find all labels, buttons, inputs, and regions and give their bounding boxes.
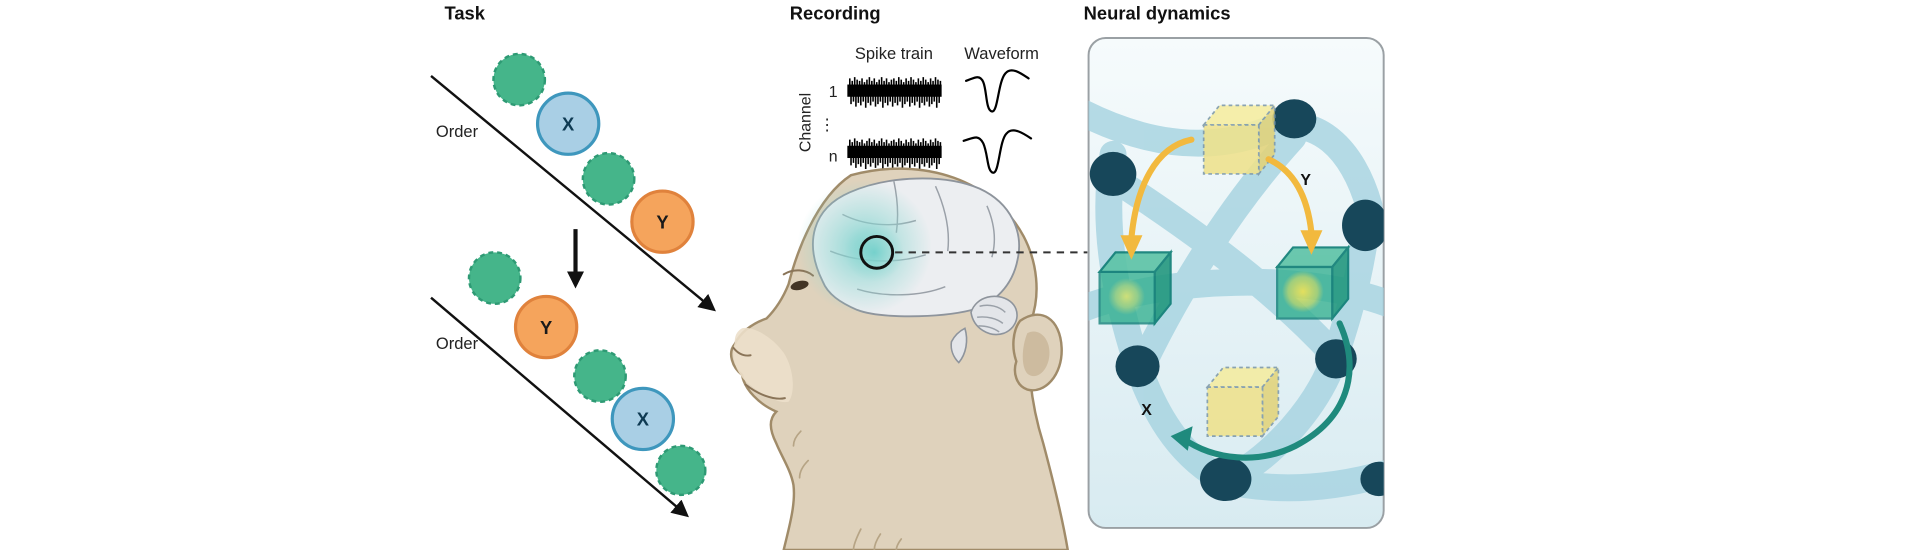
node — [1089, 151, 1137, 196]
memory-cube-right — [1274, 244, 1351, 322]
task-sequence-2: Order Y X — [430, 251, 707, 518]
prefrontal-highlight-core — [844, 222, 904, 282]
spike-waveforms — [962, 69, 1033, 174]
spike-train-label: Spike train — [855, 44, 933, 63]
order-label: Order — [436, 334, 479, 353]
teal-arrow-loop — [1179, 320, 1353, 461]
item-circle-y — [630, 189, 695, 254]
item-circle-green — [581, 151, 636, 206]
monkey-eye — [790, 280, 809, 291]
item-y-label: Y — [540, 317, 552, 338]
monkey-muzzle — [733, 327, 793, 403]
item-circle-x — [535, 91, 601, 156]
item-x-label: X — [562, 113, 575, 134]
waveform-trace-2 — [962, 129, 1033, 174]
node — [1200, 456, 1252, 502]
manifold-scene — [1088, 99, 1384, 502]
subspace-cube-y — [1201, 102, 1277, 177]
task-title: Task — [444, 3, 485, 24]
channel-ellipsis: ⋮ — [819, 117, 835, 134]
neural-dynamics-title: Neural dynamics — [1084, 3, 1231, 24]
subspace-y-label: Y — [1300, 172, 1311, 189]
order-label: Order — [436, 122, 479, 141]
item-circle-y — [513, 294, 579, 360]
spike-train-raster — [847, 76, 942, 170]
monkey-ear-inner — [1022, 331, 1050, 377]
teal-arrowhead-icon — [1170, 426, 1193, 451]
sequence-items — [492, 52, 636, 206]
item-circle-green — [467, 251, 522, 306]
subspace-cube-x — [1205, 365, 1281, 439]
yellow-arrowhead-icon — [1300, 230, 1323, 255]
channel-axis-label: Channel — [798, 93, 815, 152]
subspace-x-label: X — [1141, 402, 1152, 419]
cube-inner-glow — [1282, 270, 1324, 313]
transform-arrows — [1120, 136, 1353, 461]
channel-n-label: n — [829, 149, 838, 166]
item-x-label: X — [637, 409, 650, 430]
yellow-arrow-left — [1128, 136, 1195, 241]
waveform-trace-1 — [965, 69, 1030, 113]
recording-title: Recording — [790, 3, 881, 24]
sequence-items — [467, 251, 707, 497]
recording-site-circle — [859, 234, 895, 270]
brain-stem — [950, 327, 968, 364]
item-circle-green — [573, 349, 627, 404]
yellow-arrowhead-icon — [1120, 235, 1143, 260]
recording-panel: Recording Spike train Waveform Channel 1… — [729, 3, 1088, 550]
node — [1342, 199, 1384, 252]
sequence-order-arrow — [430, 75, 716, 312]
item-y-label: Y — [656, 211, 668, 232]
yellow-arrow-right — [1265, 156, 1315, 236]
manifold-nodes — [1089, 99, 1384, 502]
channel-1-label: 1 — [829, 84, 838, 101]
monkey-nostril-line — [732, 346, 752, 357]
sequence-order-arrow — [430, 296, 689, 518]
monkey-head-illustration — [729, 167, 1069, 550]
item-circle-x — [610, 386, 676, 452]
cerebellum-lines — [977, 304, 1006, 333]
brain-illustration — [797, 177, 1020, 364]
item-circle-green — [492, 52, 547, 107]
neural-dynamics-panel: Neural dynamics — [1084, 3, 1385, 529]
monkey-mouth-line — [744, 383, 786, 400]
cube-inner-glow — [1108, 278, 1145, 315]
monkey-fur-strokes — [792, 430, 903, 550]
memory-cube-left — [1097, 249, 1173, 327]
task-sequence-1: Order X Y — [430, 52, 716, 312]
node — [1360, 461, 1384, 497]
node — [1272, 99, 1317, 139]
waveform-label: Waveform — [964, 44, 1039, 63]
node — [1115, 345, 1160, 388]
item-circle-green — [655, 444, 707, 497]
task-panel: Task Order X Y Order Y X — [430, 3, 716, 518]
